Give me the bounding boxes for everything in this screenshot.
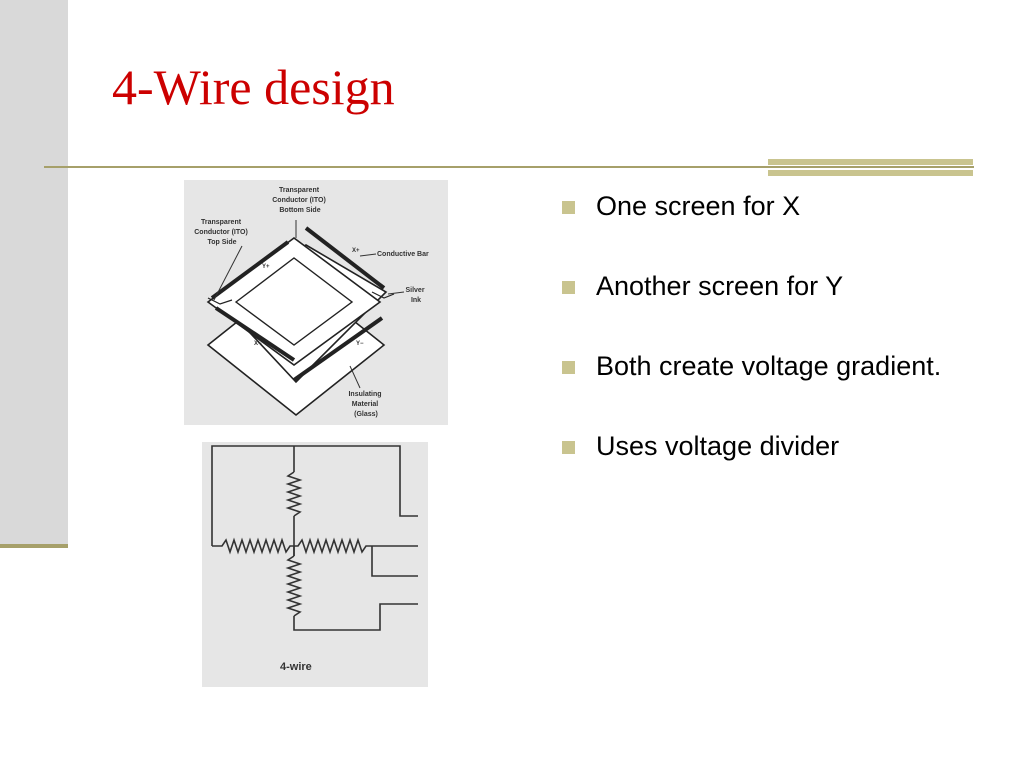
layer-stack-diagram: Transparent Conductor (ITO) Bottom Side … <box>184 180 448 425</box>
conductive-bar-x-minus <box>214 306 296 362</box>
conductive-bar-y-plus <box>210 240 290 300</box>
resistor-vertical-top <box>285 471 303 517</box>
bullet-item: Both create voltage gradient. <box>562 350 1002 383</box>
pointer-silver-ink <box>387 291 405 295</box>
title-divider <box>44 166 974 168</box>
wire-right-lower <box>371 546 418 577</box>
circuit-caption: 4-wire <box>280 661 312 673</box>
pointer-top-side <box>213 245 243 301</box>
circuit-diagram: 4-wire <box>202 442 428 687</box>
conductive-bar-x-plus <box>304 226 386 290</box>
conductive-bar-y-minus <box>292 316 384 382</box>
bullet-square-icon <box>562 201 575 214</box>
silver-ink-lead-left <box>207 297 233 305</box>
bullet-text: Both create voltage gradient. <box>596 350 942 381</box>
active-area <box>234 257 354 346</box>
bullet-text: One screen for X <box>596 191 801 221</box>
bullet-list: One screen for X Another screen for Y Bo… <box>562 190 1002 510</box>
label-x-plus: X+ <box>352 248 360 254</box>
bullet-item: Another screen for Y <box>562 270 1002 303</box>
bullet-square-icon <box>562 280 575 294</box>
left-sidebar-underline <box>0 544 68 548</box>
label-y-plus: Y+ <box>262 264 270 270</box>
pointer-insulating <box>349 365 361 389</box>
wire-bottom <box>293 603 418 631</box>
bullet-text: Uses voltage divider <box>596 430 840 461</box>
resistor-horizontal-left <box>212 537 294 555</box>
label-bottom-side: Transparent Conductor (ITO) Bottom Side <box>272 187 327 214</box>
bullet-item: Uses voltage divider <box>562 430 1002 463</box>
circuit-svg: 4-wire <box>211 445 418 673</box>
label-silver-ink: Silver Ink <box>405 287 426 304</box>
slide-title: 4-Wire design <box>112 59 395 115</box>
bullet-item: One screen for X <box>562 190 1002 223</box>
label-top-side: Transparent Conductor (ITO) Top Side <box>194 219 249 246</box>
pointer-conductive-bar <box>359 253 377 257</box>
label-x-minus: X− <box>254 341 262 347</box>
bullet-square-icon <box>562 360 575 374</box>
resistor-horizontal-right <box>294 537 372 555</box>
title-divider-accent-top <box>768 159 973 165</box>
wire-top <box>211 445 418 546</box>
silver-ink-lead-right <box>371 291 395 299</box>
label-conductive-bar: Conductive Bar <box>377 251 429 258</box>
layer-stack-svg: Transparent Conductor (ITO) Bottom Side … <box>194 187 429 418</box>
label-y-minus: Y− <box>356 341 364 347</box>
bullet-text: Another screen for Y <box>596 270 844 301</box>
title-divider-accent-bottom <box>768 170 973 176</box>
left-sidebar-bar <box>0 0 68 546</box>
label-insulating: Insulating Material (Glass) <box>348 391 383 418</box>
resistor-vertical-bottom <box>285 555 303 617</box>
bullet-square-icon <box>562 440 575 454</box>
